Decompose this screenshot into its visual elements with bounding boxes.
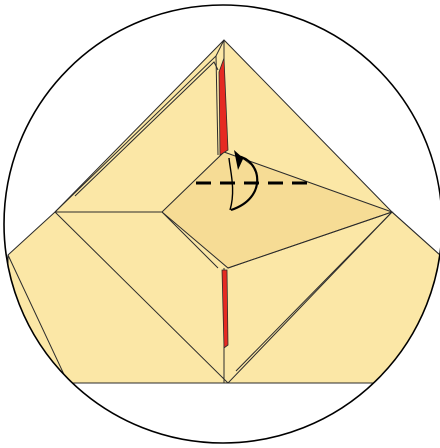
paper-model	[0, 40, 440, 383]
